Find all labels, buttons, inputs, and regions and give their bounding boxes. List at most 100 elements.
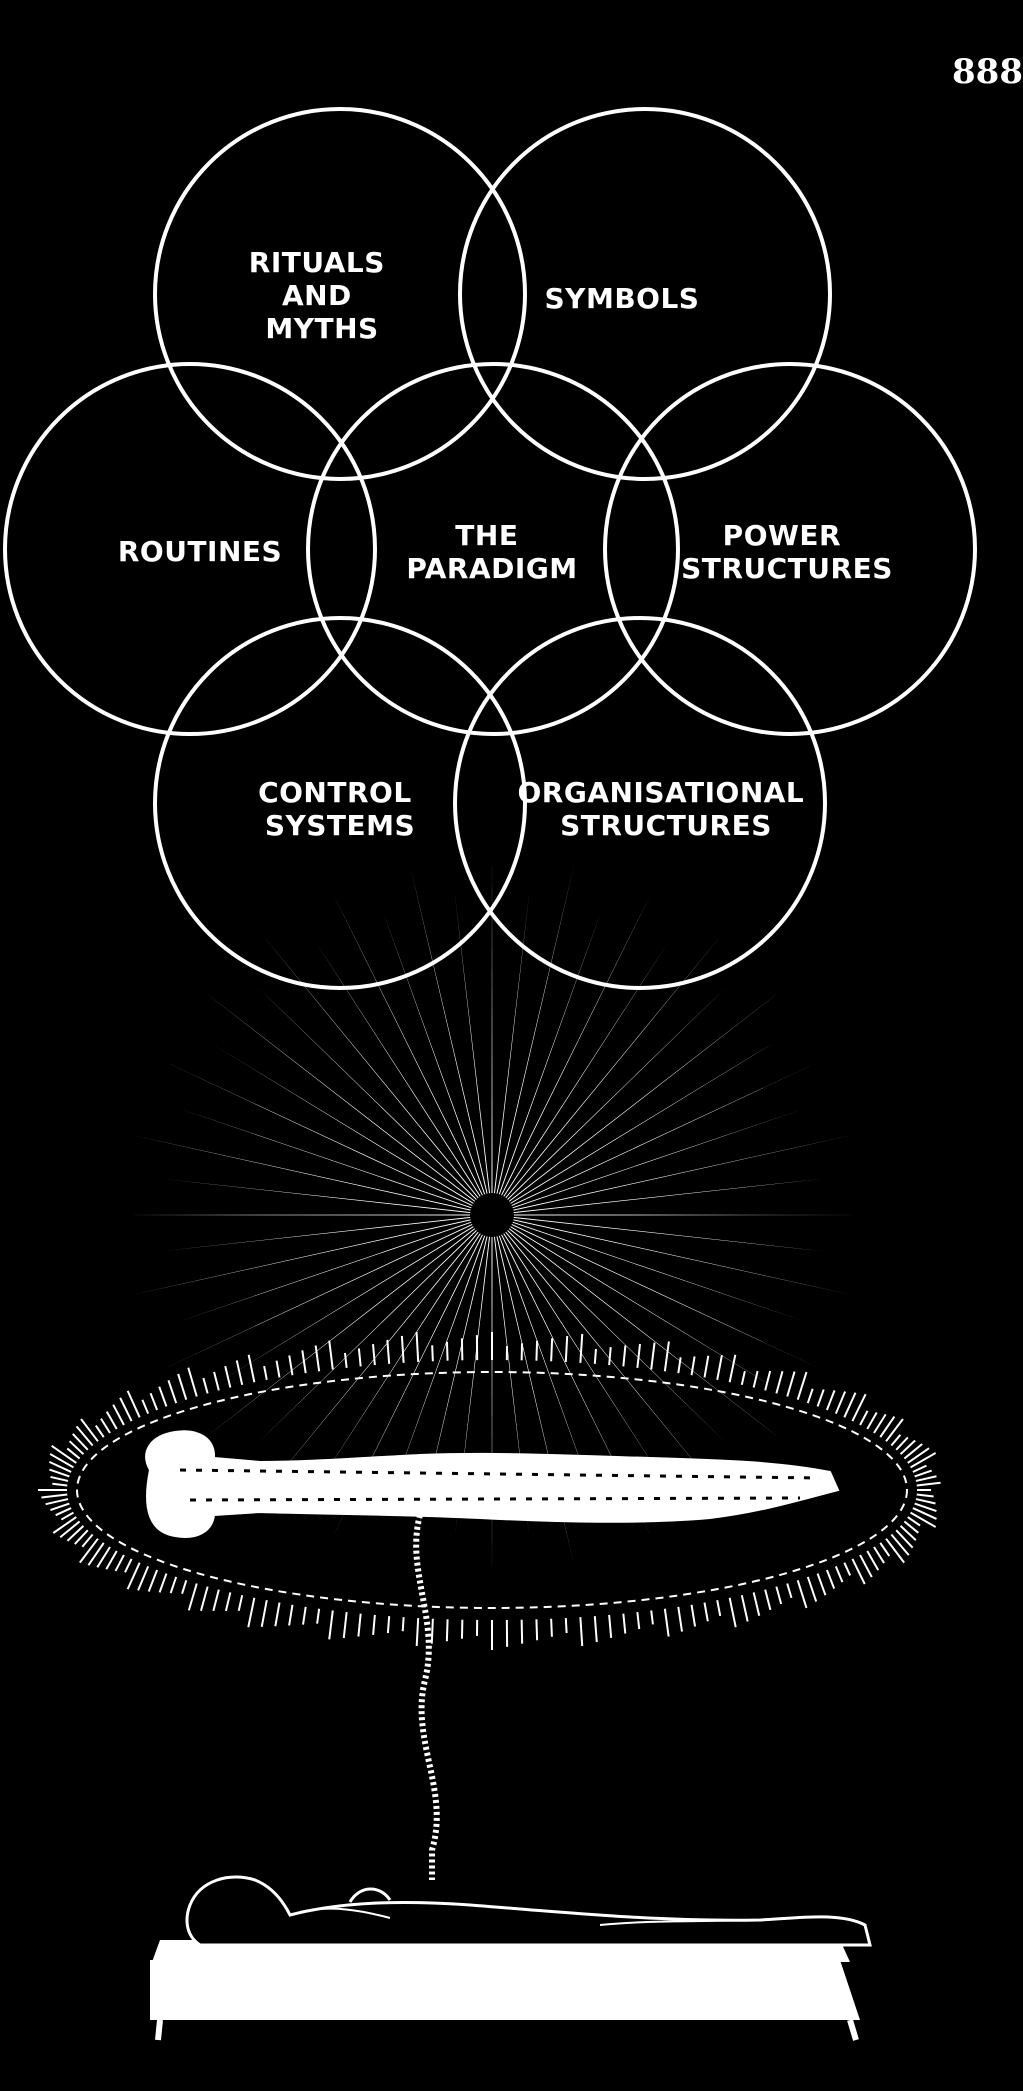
aura-tick [202,1377,209,1394]
aura-tick [851,1558,866,1585]
aura-tick [167,1379,178,1404]
aura-tick [843,1392,857,1418]
silver-cord-icon [413,1514,440,1880]
aura-tick [247,1597,256,1628]
aura-tick [907,1447,930,1464]
aura-tick [564,1335,569,1363]
aura-tick [112,1404,125,1426]
burst-ray [491,855,493,1215]
aura-tick [916,1481,941,1487]
burst-ray [491,1215,493,1575]
aura-tick [213,1371,220,1391]
aura-ring [76,1371,908,1609]
burst-ray [256,1215,492,1445]
aura-tick [912,1464,927,1473]
aura-tick [690,1604,697,1627]
aura-tick [74,1529,89,1545]
burst-ray [492,1058,826,1215]
aura-tick [372,1614,376,1635]
aura-tick [212,1589,220,1612]
aura-tick [247,1354,256,1383]
label-control-systems: CONTROL SYSTEMS [258,776,422,842]
aura-tick [237,1594,244,1612]
aura-tick [314,1345,321,1372]
burst-ray [492,893,530,1215]
aura-tick [288,1355,294,1376]
aura-tick [126,1390,141,1418]
burst-ray [492,940,670,1215]
aura-tick [806,1388,814,1404]
aura-tick [764,1370,772,1391]
aura-tick [873,1413,887,1434]
aura-tick [158,1573,168,1593]
aura-tick [45,1498,69,1506]
aura-tick [79,1538,99,1564]
aura-tick [740,1370,746,1386]
aura-tick [52,1516,77,1534]
aura-tick [48,1460,72,1473]
sleeping-figure-icon [150,1875,872,2041]
aura-tick [636,1612,641,1630]
aura-tick [75,1425,94,1447]
aura-tick [899,1525,917,1541]
aura-tick [622,1345,627,1367]
circle-routines [3,362,377,736]
circle-control-systems [153,616,527,990]
aura-tick [71,1433,89,1451]
aura-tick [274,1602,281,1627]
aura-tick [593,1348,597,1364]
aura-tick [119,1397,133,1422]
aura-tick [94,1425,105,1438]
burst-ray [131,1215,492,1296]
aura-tick [873,1546,885,1564]
aura-tick [859,1554,873,1578]
burst-ray [492,1215,823,1252]
aura-tick [100,1418,111,1434]
label-rituals-and-myths: RITUALS AND MYTHS [249,246,395,345]
aura-tick [579,1617,584,1647]
aura-tick [66,1447,81,1460]
aura-tick [690,1356,696,1376]
burst-ray [382,1215,492,1521]
aura-halo-icon [38,1331,941,1650]
aura-tick [52,1482,68,1487]
aura-tick [903,1443,923,1460]
burst-ray [492,1215,728,1445]
floating-figure-icon [145,1430,840,1538]
aura-tick [224,1592,232,1612]
circle-rituals-and-myths [153,107,527,481]
aura-tick [288,1604,294,1626]
burst-ray [492,890,653,1215]
aura-tick [520,1619,524,1644]
aura-tick [796,1580,808,1609]
circle-symbols [458,107,832,481]
burst-ray [492,1215,602,1521]
aura-tick [740,1594,749,1622]
burst-ray [492,1215,826,1372]
circle-organisational-structures [453,616,827,990]
aura-tick [866,1550,880,1571]
aura-tick [866,1412,878,1430]
aura-tick [608,1614,613,1638]
burst-ray [261,933,492,1215]
aura-tick [752,1370,759,1388]
aura-tick [105,1411,118,1430]
aura-tick [890,1434,902,1447]
aura-tick [716,1355,723,1380]
aura-tick [141,1399,150,1414]
aura-tick [816,1573,827,1596]
label-routines: ROUTINES [118,535,282,568]
aura-tick [879,1415,896,1438]
aura-tick [890,1533,910,1556]
burst-ray [492,1215,774,1388]
aura-tick [181,1580,188,1594]
circle-power-structures [603,362,977,736]
aura-tick [302,1606,307,1625]
aura-tick [579,1333,584,1363]
aura-tick [87,1542,105,1566]
aura-tick [728,1597,737,1628]
aura-tick [703,1355,710,1378]
burst-ray [261,1215,492,1497]
aura-tick [752,1592,761,1617]
aura-tick [328,1610,334,1640]
